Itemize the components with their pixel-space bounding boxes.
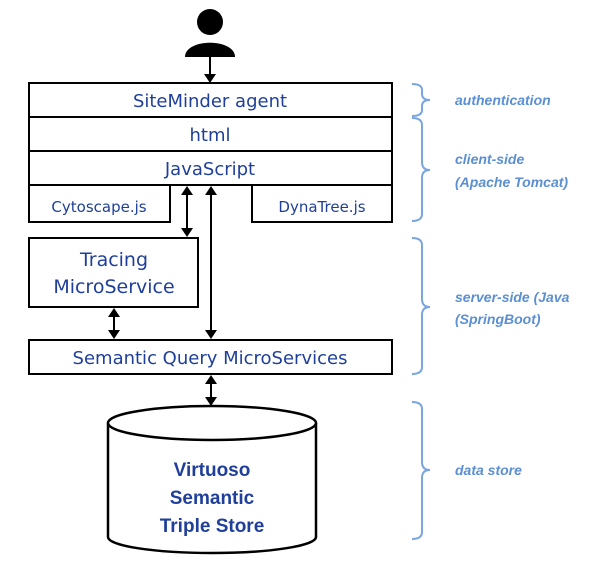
layer-label-client-line2: (Apache Tomcat) xyxy=(455,174,568,190)
cytoscape-box xyxy=(28,185,171,223)
cytoscape-label: Cytoscape.js xyxy=(51,198,146,216)
javascript-label: JavaScript xyxy=(164,159,255,180)
html-box xyxy=(28,116,393,152)
tracing-label-line1: Tracing xyxy=(79,249,148,271)
layer-label-authentication: authentication xyxy=(455,92,551,108)
layer-label-data-store: data store xyxy=(455,462,522,478)
tracing-label-line2: MicroService xyxy=(53,276,174,298)
dynatree-label: DynaTree.js xyxy=(278,198,365,216)
datastore-label-line1: Virtuoso xyxy=(174,460,251,481)
user-icon xyxy=(185,9,235,57)
arrow-javascript-semantic-query xyxy=(205,186,217,339)
tracing-microservice-box xyxy=(28,237,199,308)
javascript-box xyxy=(28,150,393,186)
semantic-query-label: Semantic Query MicroServices xyxy=(73,348,348,369)
layer-label-server-line1: server-side (Java xyxy=(455,289,570,305)
arrow-semantic-query-datastore xyxy=(205,375,217,406)
datastore-label-line2: Semantic xyxy=(170,488,255,509)
arrow-tracing-semantic-query xyxy=(108,308,120,339)
semantic-query-box xyxy=(28,339,393,375)
bracket-data-store xyxy=(411,401,431,540)
siteminder-label: SiteMinder agent xyxy=(133,91,287,112)
arrow-javascript-tracing xyxy=(181,186,193,237)
dynatree-box xyxy=(251,185,393,223)
triple-store-cylinder xyxy=(106,404,318,555)
layer-label-server-line2: (SpringBoot) xyxy=(455,311,541,327)
arrow-user-to-siteminder xyxy=(204,57,216,83)
layer-label-client-line1: client-side xyxy=(455,151,524,167)
bracket-client-side xyxy=(411,117,431,222)
datastore-label-line3: Triple Store xyxy=(160,516,265,537)
bracket-authentication xyxy=(411,83,431,117)
html-label: html xyxy=(189,125,230,146)
bracket-server-side xyxy=(411,237,431,375)
